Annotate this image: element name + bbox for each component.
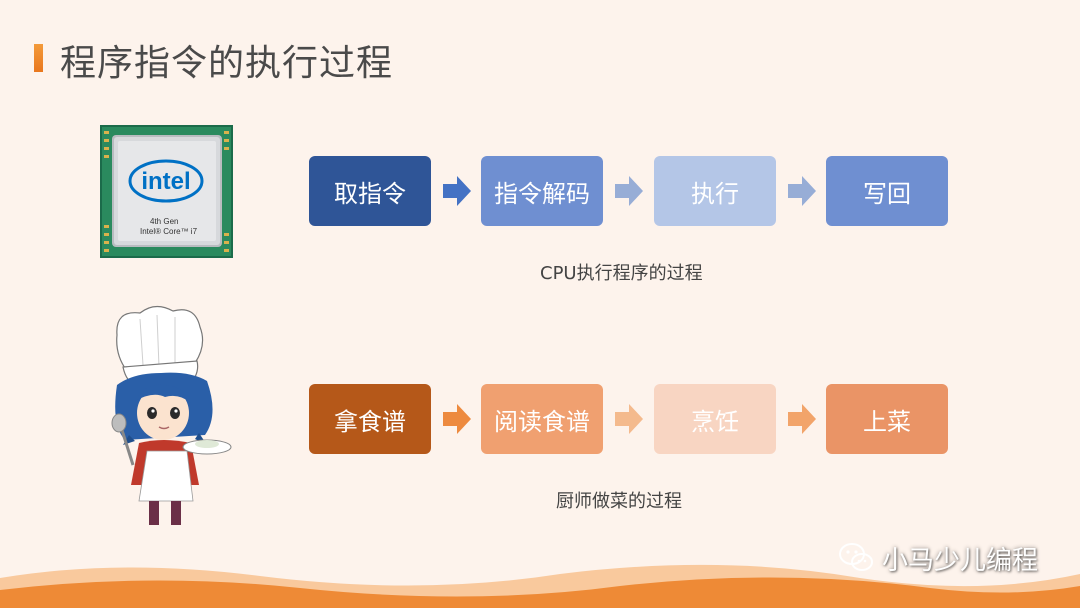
- chef-step-serve: 上菜: [826, 384, 948, 454]
- cpu-step-writeback: 写回: [826, 156, 948, 226]
- cpu-step-decode: 指令解码: [481, 156, 603, 226]
- cpu-line1-text: 4th Gen: [150, 217, 178, 226]
- chef-arrow-3: [788, 404, 816, 434]
- cpu-arrow-3: [788, 176, 816, 206]
- chef-step-cook: 烹饪: [654, 384, 776, 454]
- chef-step-get-recipe: 拿食谱: [309, 384, 431, 454]
- cpu-step-execute: 执行: [654, 156, 776, 226]
- cpu-image: intel 4th Gen Intel® Core™ i7: [100, 125, 233, 258]
- watermark-text: 小马少儿编程: [882, 545, 1039, 576]
- chef-step-read-recipe: 阅读食谱: [481, 384, 603, 454]
- bottom-wave: [0, 564, 1080, 608]
- cpu-line2-text: Intel® Core™ i7: [140, 227, 198, 236]
- chef-image: [95, 305, 235, 535]
- cpu-step-fetch: 取指令: [309, 156, 431, 226]
- wechat-icon: [839, 543, 873, 571]
- cpu-arrow-2: [615, 176, 643, 206]
- page-title: 程序指令的执行过程: [60, 43, 394, 84]
- chef-caption: 厨师做菜的过程: [556, 491, 682, 512]
- cpu-caption: CPU执行程序的过程: [540, 263, 703, 284]
- watermark: 小马少儿编程: [838, 540, 1038, 576]
- title-accent-bar: [34, 44, 43, 72]
- chef-arrow-2: [615, 404, 643, 434]
- cpu-arrow-1: [443, 176, 471, 206]
- cpu-brand-text: intel: [141, 168, 190, 195]
- chef-arrow-1: [443, 404, 471, 434]
